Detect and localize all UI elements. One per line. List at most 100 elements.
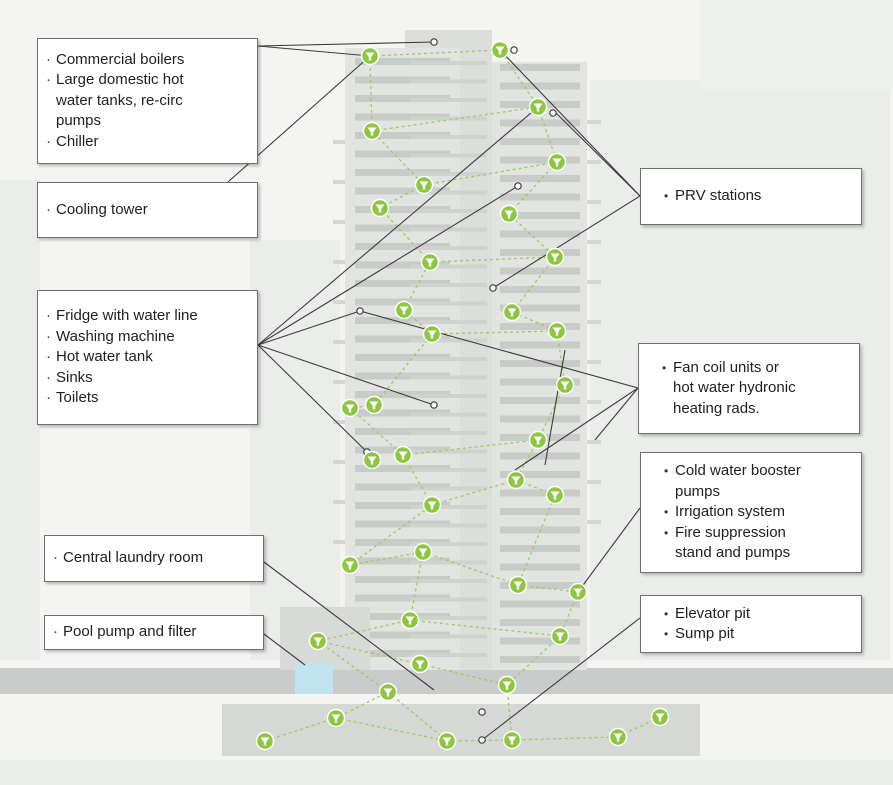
floor-band (355, 631, 450, 639)
callout-item: Chiller (46, 132, 247, 153)
callout-item: Pool pump and filter (53, 622, 253, 643)
floor-band (410, 338, 487, 343)
water-sensor-icon (568, 582, 588, 602)
balcony (333, 140, 345, 144)
floor-band (410, 523, 487, 528)
water-sensor-icon (362, 450, 382, 470)
floor-band (410, 394, 487, 398)
callout-pool-pump: Pool pump and filter (44, 615, 264, 650)
floor-band (410, 431, 487, 435)
callout-item: water tanks, re-circ (56, 91, 183, 109)
water-sensor-icon (508, 575, 528, 595)
water-sensor-icon (394, 300, 414, 320)
floor-band (500, 619, 580, 626)
water-sensor-icon (364, 395, 384, 415)
water-sensor-icon (499, 204, 519, 224)
water-sensor-icon (437, 731, 457, 751)
callout-item: Fire suppression (664, 523, 851, 544)
floor-band (500, 138, 580, 145)
floor-band (355, 206, 450, 213)
floor-band (500, 82, 580, 90)
pipe-segment (335, 717, 448, 742)
leader-endpoint (478, 736, 486, 744)
callout-item: Central laundry room (53, 548, 253, 569)
balcony (333, 460, 345, 464)
balcony (333, 300, 345, 304)
floor-band (355, 650, 450, 657)
floor-band (500, 304, 580, 312)
water-sensor-icon (308, 631, 328, 651)
leader-line (257, 310, 361, 346)
floor-band (410, 246, 487, 250)
water-sensor-icon (255, 731, 275, 751)
callout-item: hot water hydronic (673, 379, 796, 397)
water-sensors (255, 40, 670, 751)
water-sensor-icon (545, 485, 565, 505)
leader-line (514, 387, 639, 471)
pipe-segment (264, 55, 433, 742)
floor-band (410, 449, 487, 454)
floor-band (410, 579, 487, 583)
leader-endpoint (430, 401, 438, 409)
basement (222, 704, 700, 756)
floor-band (410, 653, 487, 657)
floor-band (410, 172, 487, 176)
balcony (587, 200, 601, 204)
floor-band (500, 156, 580, 164)
water-sensor-icon (393, 445, 413, 465)
callout-item: Irrigation system (664, 502, 851, 523)
water-sensor-icon (528, 430, 548, 450)
water-sensor-icon (422, 495, 442, 515)
callout-prv-stations: PRV stations (640, 168, 862, 225)
floor-band (355, 113, 450, 121)
pipe-segment (431, 479, 517, 506)
floor-band (355, 428, 450, 435)
callout-item: Sump pit (664, 624, 851, 645)
leader-line (257, 41, 435, 47)
callout-fan-coil: Fan coil units or hot water hydronic hea… (638, 343, 860, 434)
floor-band (410, 227, 487, 232)
callout-item: Hot water tank (46, 347, 247, 368)
floor-band (500, 267, 580, 275)
water-sensor-icon (555, 375, 575, 395)
water-sensor-icon (413, 542, 433, 562)
floor-band (410, 116, 487, 121)
callout-item: pumps (675, 482, 721, 500)
callout-item: pumps (56, 112, 102, 130)
floor-band (355, 243, 450, 250)
floor-band (500, 175, 580, 182)
floor-band (355, 539, 450, 546)
water-sensor-icon (422, 324, 442, 344)
balcony (333, 540, 345, 544)
callout-item: Washing machine (46, 327, 247, 348)
floor-band (355, 354, 450, 361)
leader-endpoint (549, 109, 557, 117)
callout-item: Sinks (46, 368, 247, 389)
balcony (587, 320, 601, 324)
ground-level (0, 668, 893, 694)
floor-band (500, 212, 580, 219)
balcony (587, 360, 601, 364)
pipe-segment (402, 439, 539, 456)
water-sensor-icon (370, 198, 390, 218)
floor-band (500, 341, 580, 349)
floor-band (500, 582, 580, 589)
floor-band (355, 465, 450, 472)
leader-line (263, 561, 435, 691)
leader-line (257, 185, 519, 346)
pipe-segment (429, 256, 556, 263)
floor-band (410, 375, 487, 380)
floor-band (500, 563, 580, 571)
water-sensor-icon (410, 654, 430, 674)
floor-band (410, 560, 487, 565)
balcony (587, 520, 601, 524)
leader-line (577, 507, 641, 593)
ground-strip (0, 760, 893, 785)
leader-endpoint (510, 46, 518, 54)
floor-band (500, 323, 580, 330)
water-sensor-icon (545, 247, 565, 267)
floor-band (355, 576, 450, 583)
floor-band (500, 471, 580, 478)
water-sensor-icon (400, 610, 420, 630)
